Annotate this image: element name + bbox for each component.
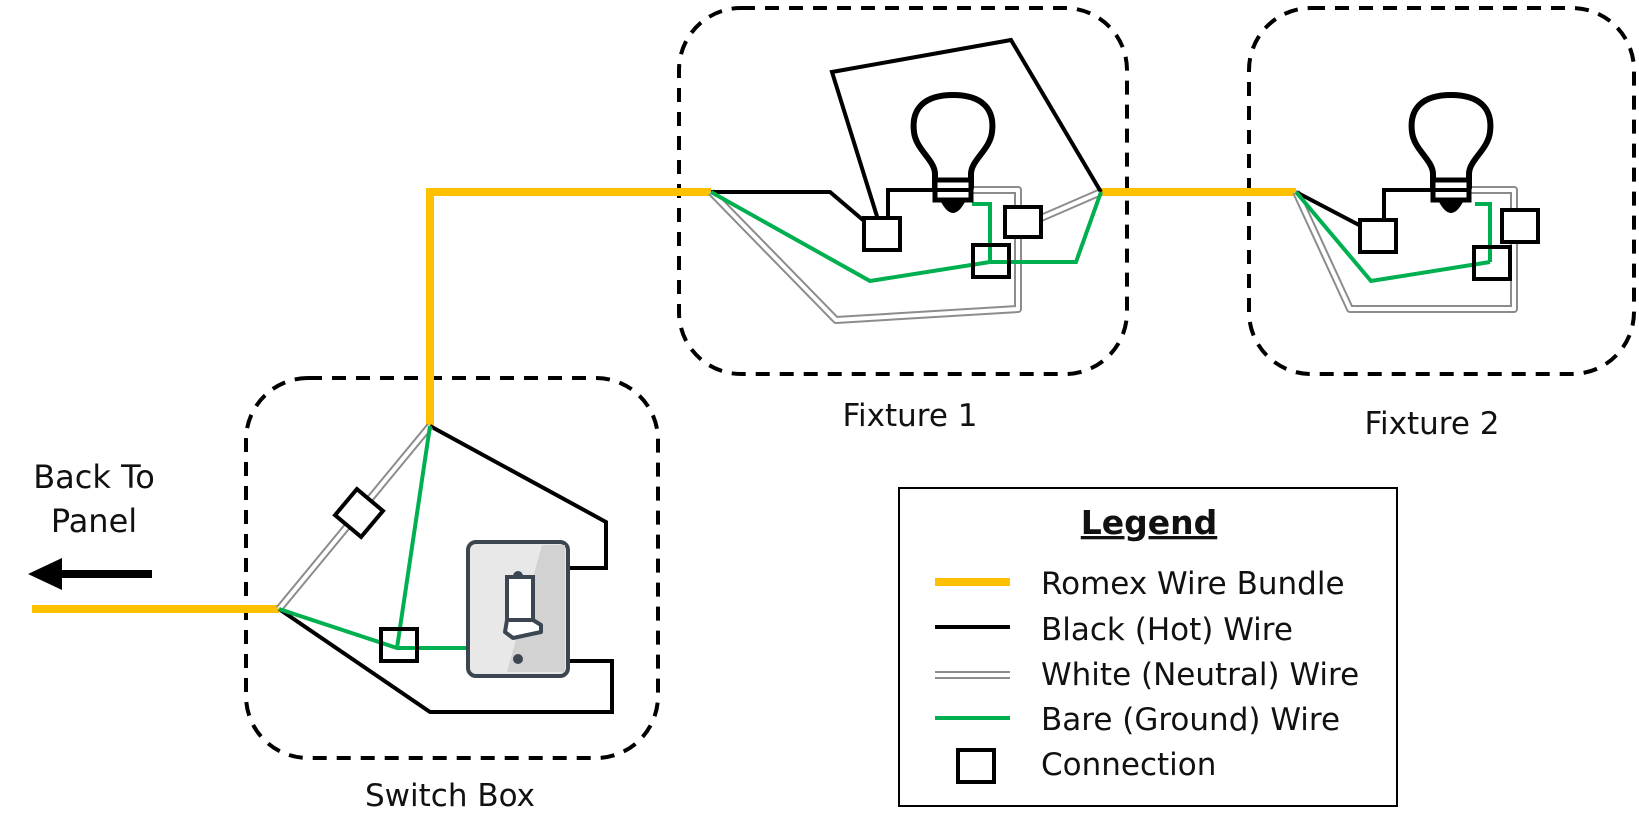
switch-box-ground-wires: [278, 425, 468, 650]
light-bulb-icon: [910, 92, 996, 213]
fixture-2-neutral-wire: [1292, 186, 1518, 313]
switch-box-label: Switch Box: [365, 778, 535, 814]
fixture-1-ground-wires: [710, 190, 1103, 284]
switch-neutral-connection-box: [332, 486, 386, 540]
legend-item-label: Connection: [1041, 747, 1216, 783]
connection-box-icon: [956, 748, 996, 784]
fixture-2-neutral-connection-box: [1500, 208, 1540, 244]
fixture-2-label: Fixture 2: [1364, 406, 1499, 442]
light-bulb-icon: [1408, 92, 1494, 213]
legend-item-label: Romex Wire Bundle: [1041, 566, 1345, 602]
panel-label-line1: Back To: [33, 458, 155, 496]
fixture-2-ground-wires: [1294, 190, 1492, 284]
fixture-1-neutral-connection-box: [1003, 205, 1043, 239]
fixture-1-label: Fixture 1: [842, 398, 977, 434]
fixture-2-ground-connection-box: [1472, 245, 1512, 281]
panel-label-line2: Panel: [51, 502, 137, 540]
fixture-1-hot-wires: [711, 37, 1103, 228]
fixture-1-hot-connection-box: [862, 216, 902, 252]
fixture-2-hot-connection-box: [1358, 218, 1398, 254]
romex-wire-bundle: [32, 188, 1296, 613]
switch-ground-connection-box: [379, 627, 419, 663]
legend-title: Legend: [1081, 503, 1218, 542]
legend-item-label: Bare (Ground) Wire: [1041, 702, 1340, 738]
switch-box-hot-wires: [277, 424, 614, 714]
light-switch-icon: [466, 540, 570, 678]
legend-item-label: White (Neutral) Wire: [1041, 657, 1359, 693]
arrow-left-icon: [28, 558, 152, 590]
switch-box-enclosure: [244, 376, 660, 760]
legend-item-label: Black (Hot) Wire: [1041, 612, 1293, 648]
legend: Legend Romex Wire Bundle Black (Hot) Wir…: [898, 487, 1398, 807]
fixture-1-ground-connection-box: [971, 243, 1011, 279]
